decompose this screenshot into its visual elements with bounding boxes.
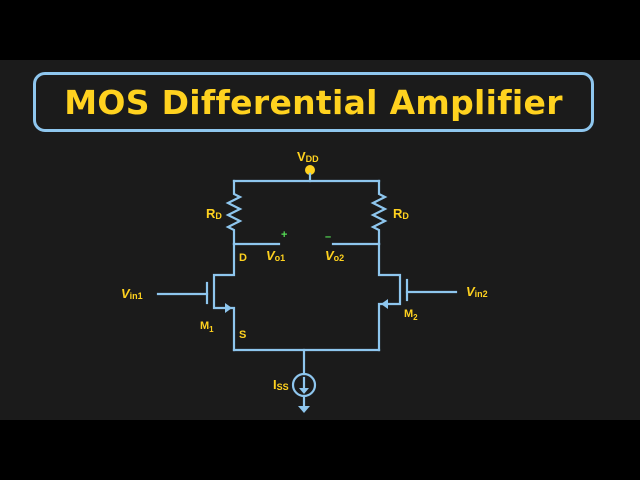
plus-sign: + — [281, 229, 287, 241]
diagram-panel — [0, 60, 640, 420]
ground-arrow — [298, 406, 310, 413]
title-box: MOS Differential Amplifier — [33, 72, 594, 132]
m2-label: M2 — [404, 308, 418, 322]
m2-source-arrow — [381, 299, 388, 309]
iss-arrow-head — [299, 388, 309, 394]
page-title: MOS Differential Amplifier — [64, 82, 563, 122]
m1-source-arrow — [225, 303, 232, 313]
source-label: S — [239, 329, 246, 341]
m2-drain — [377, 242, 402, 352]
minus-sign: – — [325, 231, 331, 243]
right-resistor — [370, 179, 388, 246]
vo2-label: Vo2 — [325, 248, 344, 263]
vin2-label: Vin2 — [466, 284, 488, 299]
vo1-label: Vo1 — [266, 248, 285, 263]
left-resistor — [225, 179, 243, 246]
rd-left-label: RD — [206, 206, 222, 221]
m1-drain — [212, 242, 236, 352]
m1-label: M1 — [200, 320, 214, 334]
rd-right-label: RD — [393, 206, 409, 221]
iss-label: ISS — [273, 377, 289, 392]
vdd-label: VDD — [297, 149, 319, 164]
drain-label: D — [239, 252, 247, 264]
vin1-label: Vin1 — [121, 286, 143, 301]
